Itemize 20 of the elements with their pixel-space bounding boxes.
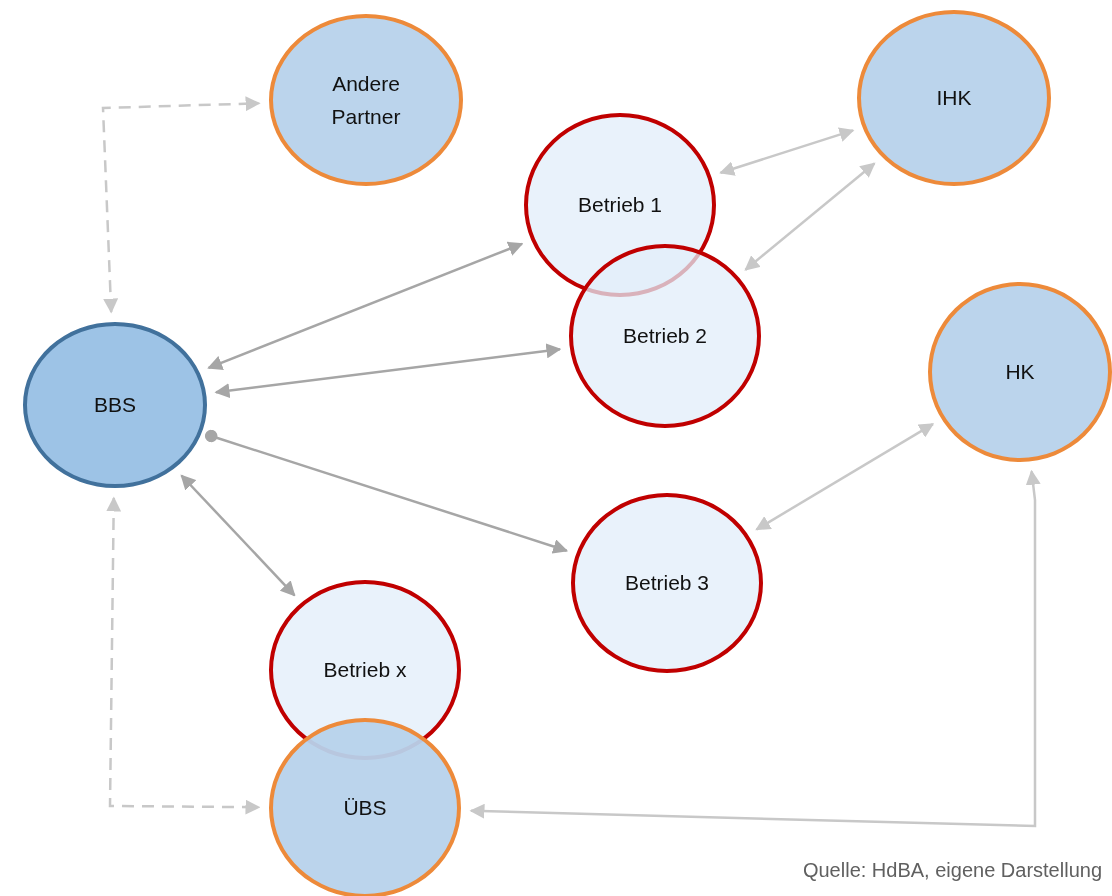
arrow bbox=[719, 127, 855, 176]
node-label: Andere Partner bbox=[330, 71, 402, 130]
node-label: Betrieb 1 bbox=[577, 191, 663, 218]
node-label: Betrieb x bbox=[323, 656, 407, 683]
node-label: BBS bbox=[94, 391, 136, 418]
node-label: ÜBS bbox=[343, 794, 387, 821]
arrow bbox=[744, 162, 876, 271]
dashed-arrow bbox=[101, 96, 261, 314]
arrow bbox=[204, 429, 569, 554]
arrow bbox=[214, 343, 562, 399]
dashed-arrow bbox=[106, 496, 261, 815]
node-label: HK bbox=[1005, 358, 1035, 385]
node-label: IHK bbox=[936, 84, 972, 111]
arrow bbox=[755, 423, 935, 531]
node-label: Betrieb 3 bbox=[624, 569, 710, 596]
arrow bbox=[180, 474, 296, 597]
arrow bbox=[207, 241, 524, 370]
arrow bbox=[469, 469, 1041, 828]
node-label: Betrieb 2 bbox=[622, 322, 708, 349]
source-caption: Quelle: HdBA, eigene Darstellung bbox=[802, 859, 1102, 882]
